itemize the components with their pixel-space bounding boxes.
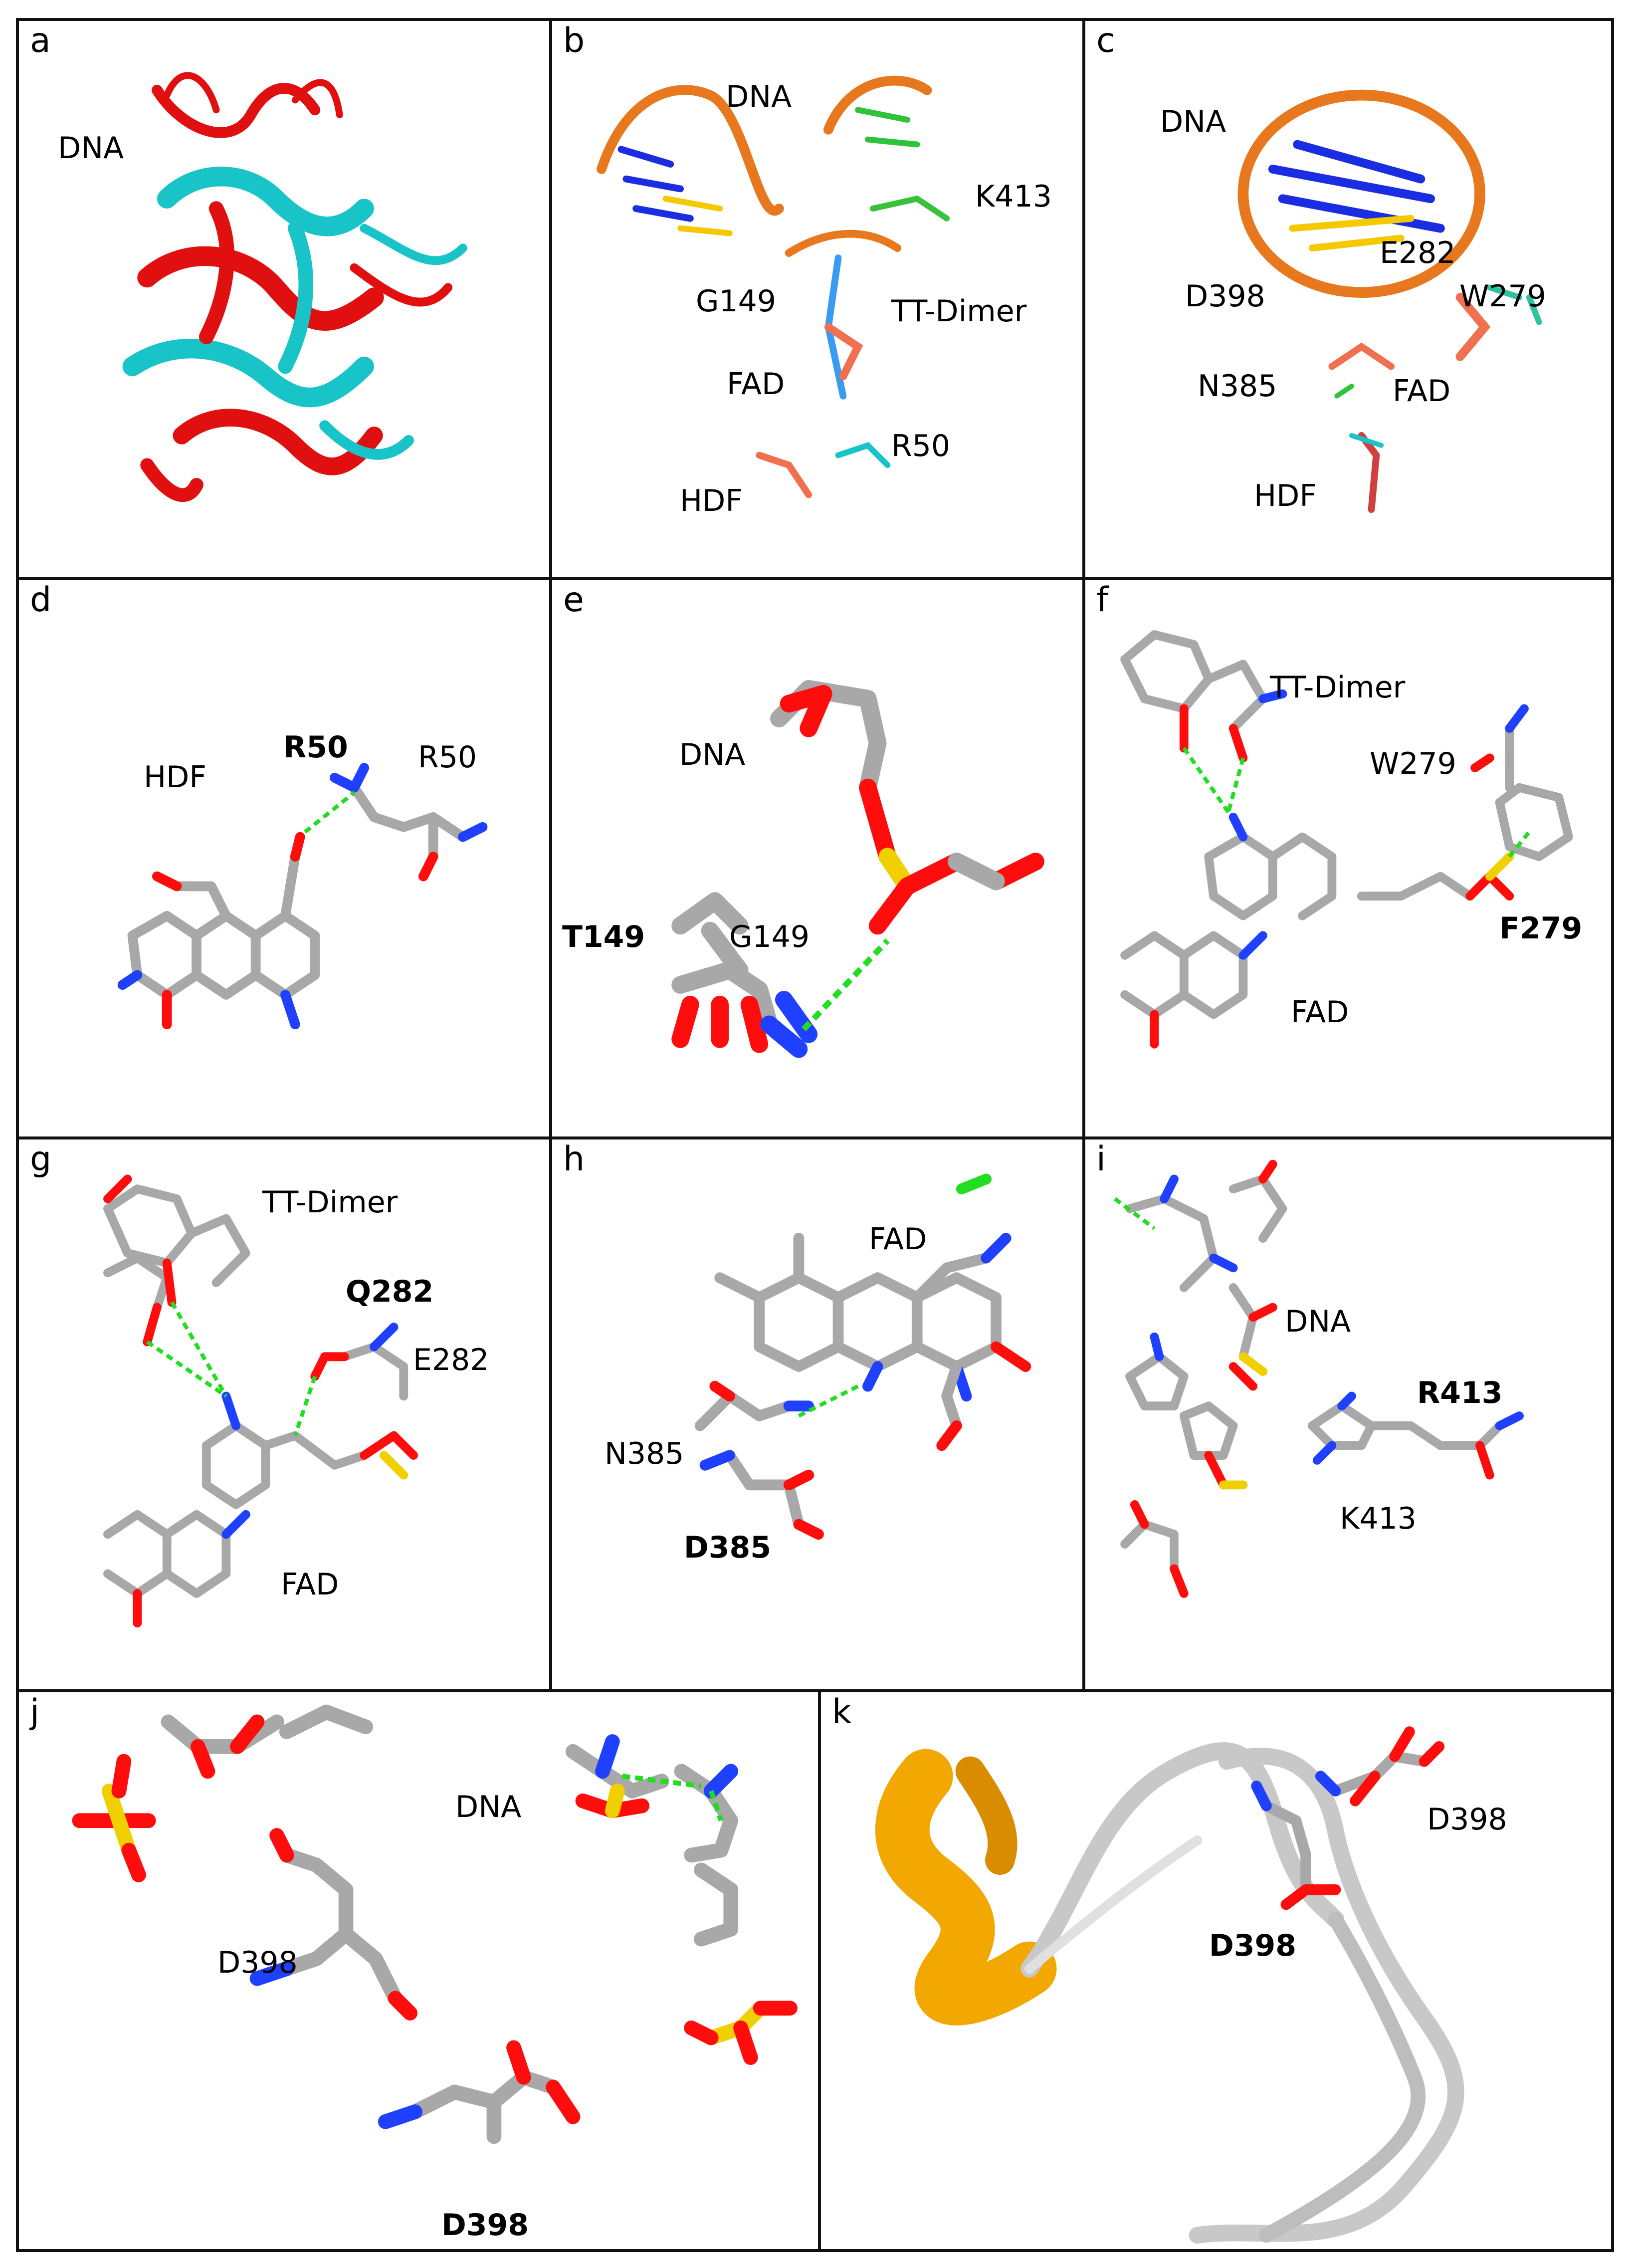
panel-i: i DNA R413 K413 — [1082, 1136, 1614, 1692]
panel-letter-h: h — [563, 1139, 585, 1179]
panel-h: h FAD N385 D385 — [549, 1136, 1085, 1692]
label-fad: FAD — [1291, 995, 1349, 1030]
label-e282: E282 — [1380, 235, 1456, 270]
label-d398-wildtype: D398 — [1427, 1802, 1507, 1837]
dna-binding-site-overview — [1237, 89, 1542, 513]
label-n385-wildtype: N385 — [605, 1436, 684, 1471]
panel-letter-c: c — [1096, 21, 1115, 60]
panel-k: k D398 D398 — [818, 1689, 1614, 2252]
label-tt-dimer: TT-Dimer — [262, 1185, 398, 1220]
label-tt-dimer: TT-Dimer — [1270, 670, 1406, 705]
panel-b: b DNA K413 G149 TT-Dimer FAD R50 HDF — [549, 18, 1085, 580]
label-hdf: HDF — [144, 760, 206, 795]
label-dna: DNA — [726, 79, 792, 114]
panel-d: d R50 R50 HDF — [16, 577, 552, 1139]
panel-c: c DNA E282 D398 W279 N385 FAD HDF — [1082, 18, 1614, 580]
panel-letter-g: g — [30, 1139, 52, 1179]
panel-letter-b: b — [563, 21, 585, 60]
label-dna: DNA — [58, 131, 124, 166]
label-k413: K413 — [975, 179, 1052, 214]
label-w279: W279 — [1459, 279, 1546, 314]
fad-n385-interaction — [694, 1173, 1031, 1540]
panel-letter-a: a — [30, 21, 51, 60]
label-fad: FAD — [727, 367, 785, 402]
label-t149-mutant: T149 — [562, 919, 645, 954]
label-q282-mutant: Q282 — [346, 1274, 434, 1309]
dna-binding-site-overview — [596, 75, 950, 498]
tt-dimer-fad-e282-interaction — [103, 1174, 418, 1628]
panel-letter-j: j — [30, 1692, 39, 1732]
label-g149-wildtype: G149 — [729, 919, 810, 954]
dna-g149-interaction — [671, 680, 1044, 1058]
label-hdf: HDF — [1254, 478, 1317, 513]
panel-g: g TT-Dimer Q282 E282 FAD — [16, 1136, 552, 1692]
protein-overlay-ribbon — [122, 72, 467, 502]
label-e282-wildtype: E282 — [413, 1343, 489, 1377]
tt-dimer-fad-w279-interaction — [1120, 630, 1573, 1049]
label-n385: N385 — [1198, 369, 1277, 404]
panel-f: f TT-Dimer W279 F279 FAD — [1082, 577, 1614, 1139]
label-r413-mutant: R413 — [1417, 1375, 1503, 1410]
dna-d398-interaction — [72, 1704, 798, 2144]
label-d385-mutant: D385 — [684, 1530, 772, 1565]
label-r50-mutant: R50 — [283, 730, 348, 765]
panel-letter-i: i — [1096, 1139, 1106, 1179]
panel-letter-d: d — [30, 580, 52, 620]
label-dna: DNA — [1160, 104, 1226, 139]
label-d398-mutant: D398 — [1209, 1928, 1297, 1963]
label-k413-wildtype: K413 — [1340, 1501, 1417, 1536]
panel-a: a DNA — [16, 18, 552, 580]
label-fad: FAD — [1393, 374, 1451, 409]
label-fad: FAD — [281, 1567, 339, 1602]
label-dna: DNA — [679, 737, 746, 772]
label-d398-mutant: D398 — [441, 2208, 529, 2243]
d398-ribbon-backbone — [875, 1726, 1464, 2244]
label-r50-wildtype: R50 — [418, 740, 477, 775]
label-hdf: HDF — [680, 483, 743, 518]
panel-j: j DNA D398 D398 — [16, 1689, 821, 2252]
dna-k413-interaction — [1113, 1159, 1524, 1598]
label-r50: R50 — [891, 429, 951, 463]
panel-e: e DNA T149 G149 — [549, 577, 1085, 1139]
label-tt-dimer: TT-Dimer — [891, 294, 1027, 329]
label-d398-wildtype: D398 — [217, 1945, 298, 1980]
label-dna: DNA — [455, 1790, 522, 1824]
panel-letter-k: k — [832, 1692, 852, 1732]
panel-letter-f: f — [1096, 580, 1108, 620]
label-w279-wildtype: W279 — [1370, 746, 1456, 781]
label-g149: G149 — [696, 284, 777, 319]
label-dna: DNA — [1285, 1304, 1351, 1339]
label-d398: D398 — [1185, 279, 1265, 314]
label-fad: FAD — [869, 1222, 927, 1257]
label-f279-mutant: F279 — [1499, 911, 1583, 946]
panel-letter-e: e — [563, 580, 584, 620]
hdf-r50-interaction — [117, 763, 488, 1030]
